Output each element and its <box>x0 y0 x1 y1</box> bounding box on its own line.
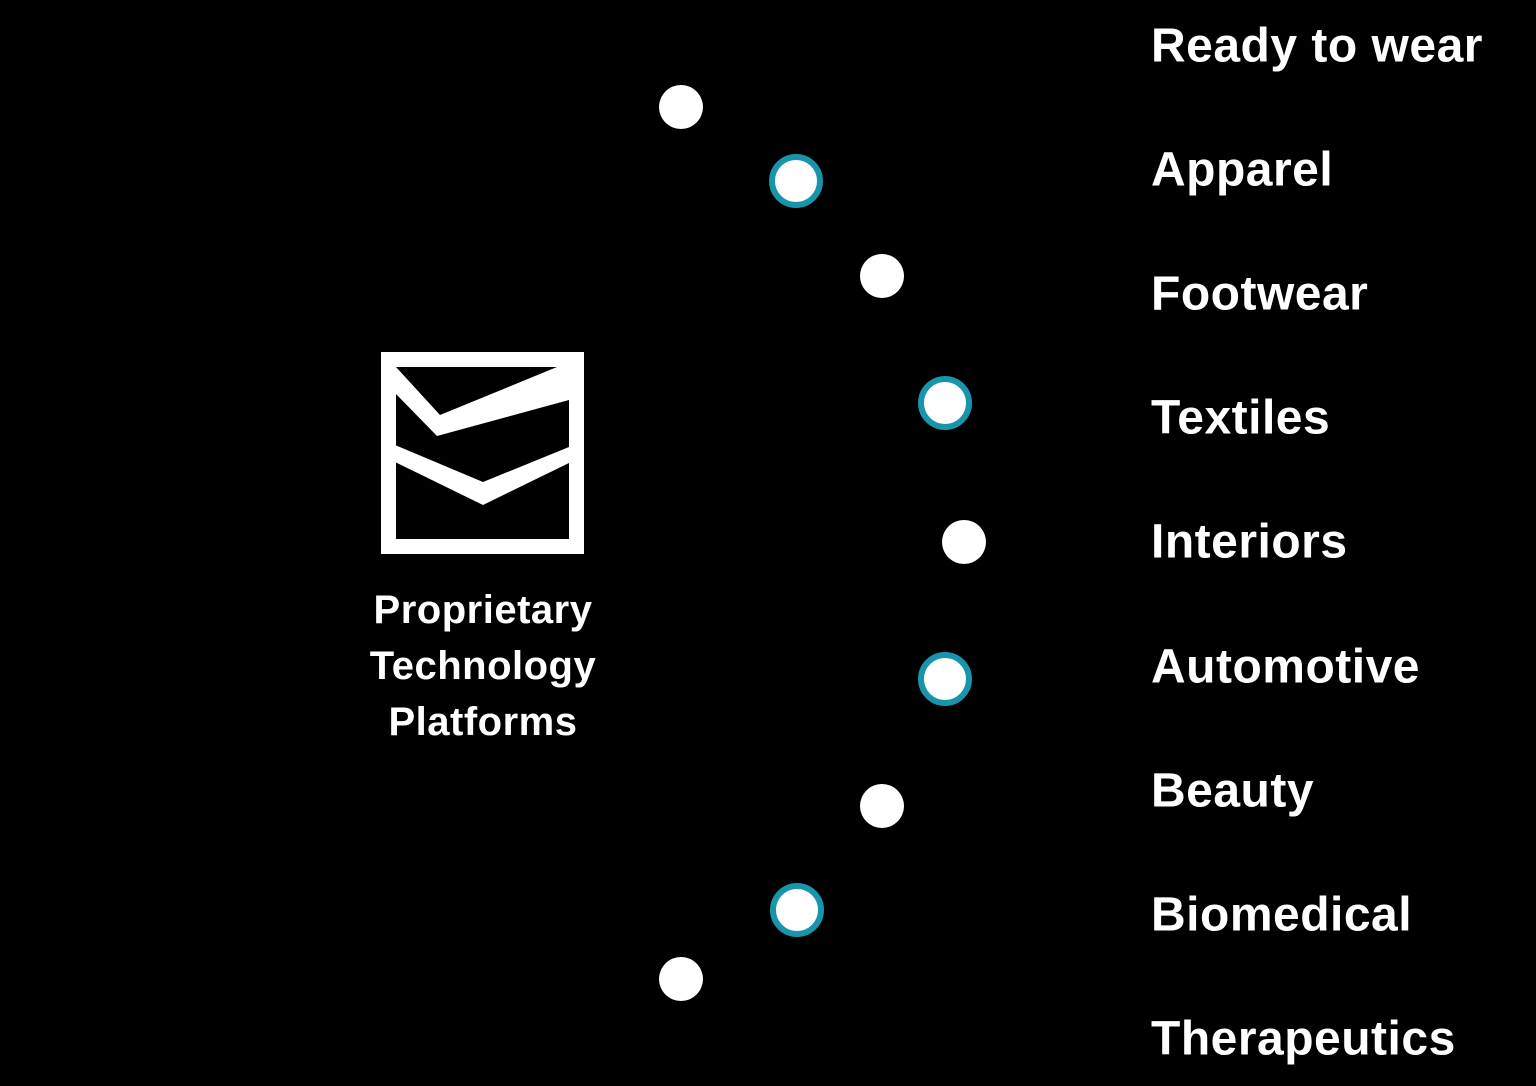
item-dot-accent <box>918 376 972 430</box>
envelope-stack-icon <box>381 352 584 554</box>
item-label: Beauty <box>1151 764 1315 818</box>
icon-top-chevron <box>395 367 569 436</box>
item-dot <box>860 784 904 828</box>
item-dot-accent <box>770 883 824 937</box>
item-dot-accent <box>918 652 972 706</box>
item-dot-accent <box>769 154 823 208</box>
item-label: Apparel <box>1151 143 1334 197</box>
item-label: Footwear <box>1151 267 1369 321</box>
item-label: Interiors <box>1151 515 1348 569</box>
item-label: Automotive <box>1151 640 1420 693</box>
item-dot <box>659 957 703 1001</box>
item-label: Biomedical <box>1151 888 1413 942</box>
icon-frame <box>381 352 584 554</box>
item-dot <box>659 85 703 129</box>
hub-caption-line-3: Platforms <box>388 700 578 744</box>
hub-caption-line-2: Technology <box>369 644 597 688</box>
hub-caption: Proprietary Technology Platforms <box>332 582 634 750</box>
item-label: Textiles <box>1151 391 1331 445</box>
item-label: Therapeutics <box>1151 1012 1456 1066</box>
item-dot <box>860 254 904 298</box>
icon-bottom-chevron <box>395 445 569 505</box>
item-label: Ready to wear <box>1151 19 1483 73</box>
item-dot <box>942 520 986 564</box>
hub-caption-line-1: Proprietary <box>373 588 593 632</box>
